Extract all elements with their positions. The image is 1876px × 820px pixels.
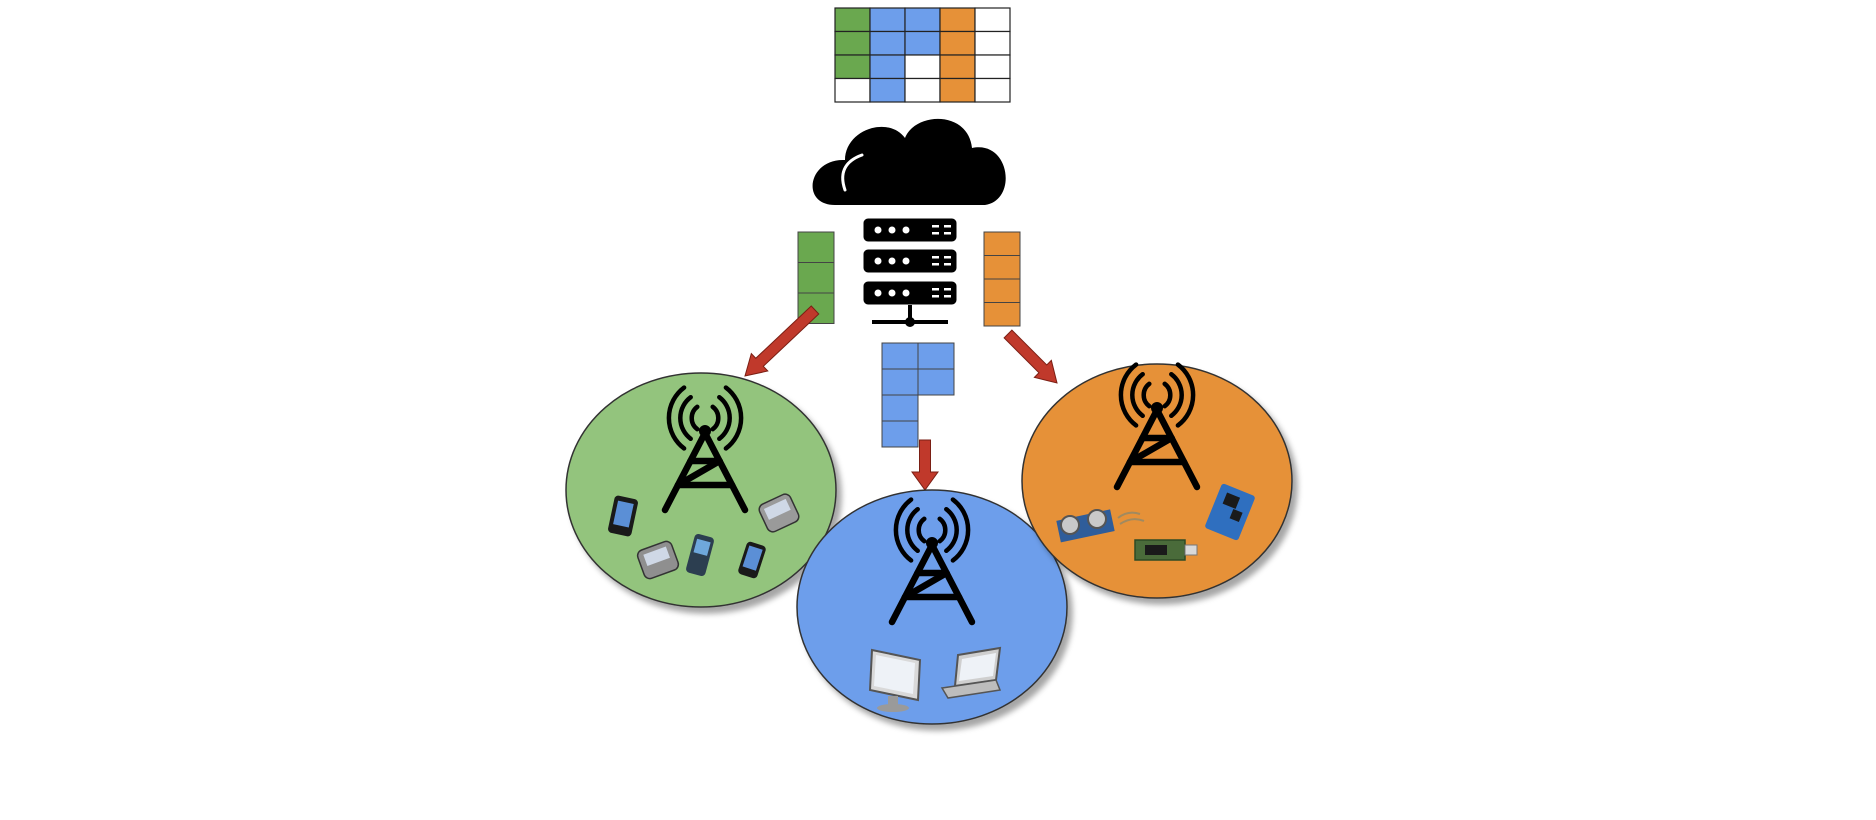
resource-cell	[869, 30, 906, 56]
cell-orange	[1021, 362, 1293, 599]
resource-grid	[834, 7, 1011, 103]
resource-cell	[904, 7, 941, 33]
resource-cell	[939, 30, 976, 56]
allocation-cell	[881, 420, 919, 448]
resource-cell	[939, 7, 976, 33]
arrow-to-blue-cell	[911, 439, 939, 491]
allocation-cell	[983, 302, 1021, 327]
desktop-icon	[868, 648, 922, 712]
resource-cell	[974, 7, 1011, 33]
resource-cell	[834, 30, 871, 56]
allocation-cell	[983, 278, 1021, 303]
resource-cell	[939, 77, 976, 103]
cell-blue	[796, 489, 1068, 725]
resource-cell	[869, 54, 906, 80]
resource-cell	[834, 54, 871, 80]
phone-icon	[738, 541, 766, 579]
resource-cell	[904, 77, 941, 103]
resource-cell	[869, 7, 906, 33]
cell-tower-icon	[888, 497, 976, 626]
allocation-cell	[881, 394, 919, 422]
phone-icon	[636, 540, 680, 580]
allocation-cell	[881, 342, 919, 370]
allocation-cell	[917, 368, 955, 396]
green-slice-allocation	[797, 231, 835, 324]
cell-green	[565, 372, 837, 608]
resource-cell	[834, 7, 871, 33]
laptop-icon	[940, 646, 1002, 699]
smartphone-icon	[608, 495, 638, 537]
allocation-cell	[797, 231, 835, 263]
allocation-cell	[983, 255, 1021, 280]
cell-tower-icon	[1113, 362, 1201, 491]
allocation-cell	[983, 231, 1021, 256]
resource-cell	[904, 30, 941, 56]
resource-cell	[939, 54, 976, 80]
resource-cell	[869, 77, 906, 103]
cloud-server-icon	[812, 118, 1006, 327]
resource-cell	[904, 54, 941, 80]
resource-cell	[974, 30, 1011, 56]
resource-cell	[974, 77, 1011, 103]
allocation-cell	[797, 262, 835, 294]
blue-slice-allocation	[881, 342, 955, 448]
phone-icon	[758, 493, 800, 533]
allocation-cell	[881, 368, 919, 396]
arrow-to-orange-cell	[1003, 329, 1058, 384]
phone-icon	[686, 533, 714, 577]
iot-board-icon	[1134, 539, 1198, 561]
allocation-cell	[917, 342, 955, 370]
sensor-icon	[1056, 509, 1145, 543]
orange-slice-allocation	[983, 231, 1021, 327]
arrow-to-green-cell	[744, 305, 820, 377]
resource-cell	[834, 77, 871, 103]
relay-module-icon	[1205, 483, 1255, 541]
cell-tower-icon	[661, 385, 749, 514]
resource-cell	[974, 54, 1011, 80]
